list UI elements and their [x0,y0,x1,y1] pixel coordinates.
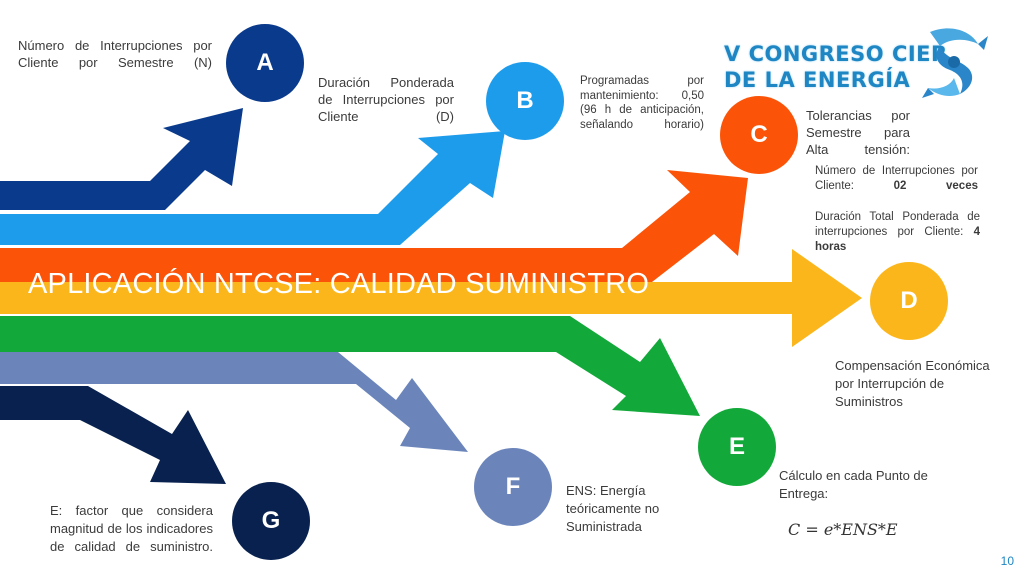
node-a-circle: A [226,24,304,102]
node-e-circle: E [698,408,776,486]
node-b-text: Duración Ponderada de Interrupciones por… [318,75,454,124]
congress-logo: V CONGRESO CIER DE LA ENERGÍA [724,28,988,110]
node-g-circle: G [232,482,310,560]
logo-line-1: V CONGRESO CIER [724,42,948,66]
node-c-detail-1: Número de Interrupciones por Cliente: 02… [815,164,978,194]
node-d-circle: D [870,262,948,340]
node-f-letter: F [505,473,521,500]
node-b-note: Programadas por mantenimiento: 0,50 (96 … [580,75,704,131]
node-f-text: ENS: Energía teóricamente no Suministrad… [566,483,660,534]
arrow-g [0,386,226,484]
arrow-b [0,131,505,245]
node-c-detail-1-label: Número de Interrupciones por Cliente: [815,165,978,192]
node-b-letter: B [516,87,534,114]
node-d-letter: D [900,287,918,314]
node-c-text: Tolerancias por Semestre para Alta tensi… [806,108,910,157]
node-c-detail-2-label: Duración Total Ponderada de interrupcion… [815,211,980,238]
node-e-text: Cálculo en cada Punto de Entrega: [779,468,928,501]
page-number: 10 [1000,554,1014,568]
arrow-c [0,170,748,282]
node-c-detail-1-value: 02 veces [893,180,978,192]
logo-line-2: DE LA ENERGÍA [724,68,911,92]
node-c-detail-2: Duración Total Ponderada de interrupcion… [815,210,980,255]
node-c-circle: C [720,96,798,174]
node-d-text: Compensación Económica por Interrupción … [835,358,990,409]
node-f-circle: F [474,448,552,526]
node-e-formula: C = e*ENS*E [788,520,898,539]
cier-swirl-icon [922,28,988,98]
node-a-text: Número de Interrupciones por Cliente por… [18,38,212,70]
arrow-e [0,316,700,416]
arrow-f [0,352,468,452]
node-c-letter: C [750,121,768,148]
arrow-d [0,249,862,347]
arrow-a [0,108,243,210]
node-a-letter: A [256,49,274,76]
node-g-letter: G [261,507,281,534]
node-c-detail-2-value: 4 horas [815,226,980,253]
node-g-text: E: factor que considera magnitud de los … [50,503,213,554]
node-b-circle: B [486,62,564,140]
main-title: APLICACIÓN NTCSE: CALIDAD SUMINISTRO [28,268,650,300]
node-e-letter: E [728,433,745,460]
